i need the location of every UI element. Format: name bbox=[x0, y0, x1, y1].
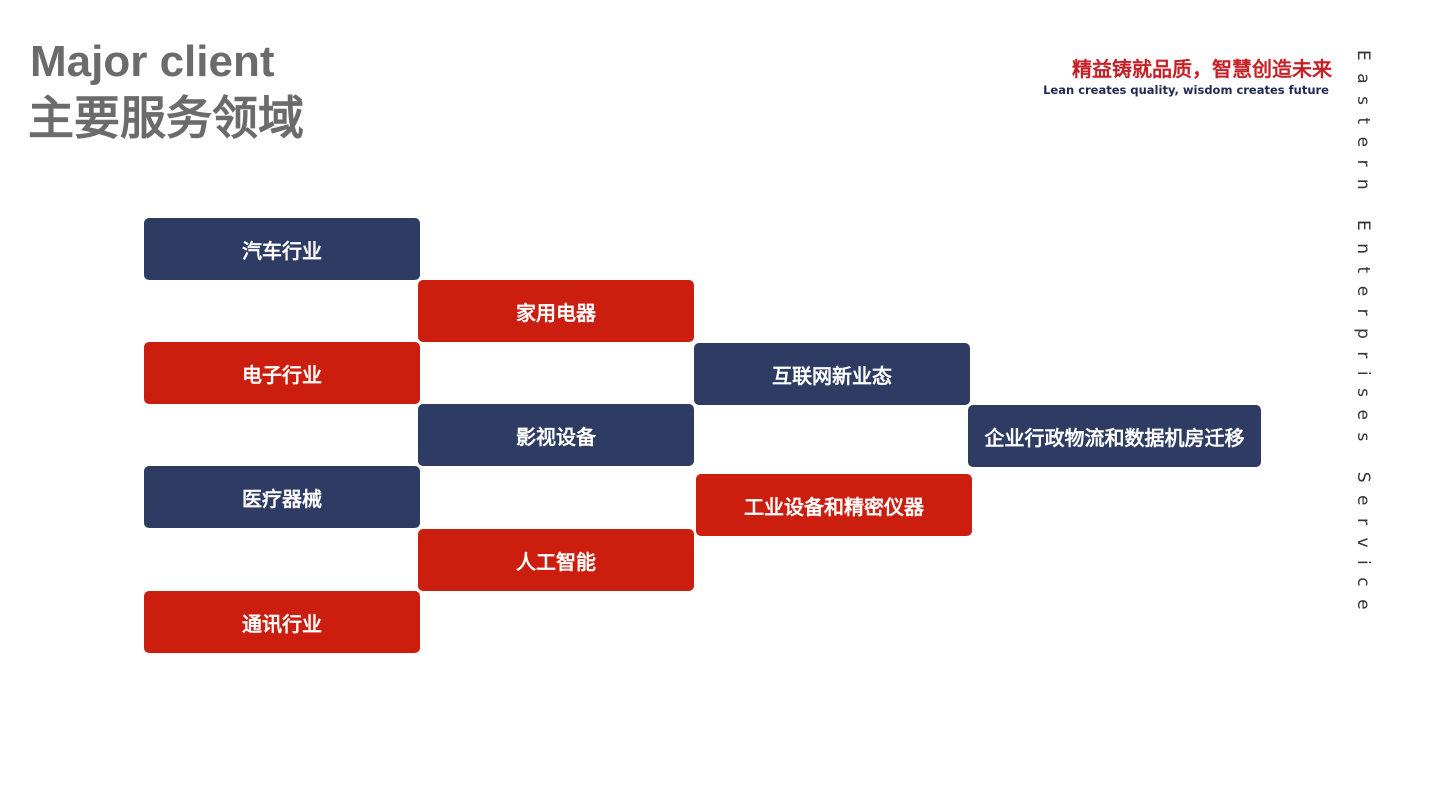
field-label: 互联网新业态 bbox=[772, 363, 892, 388]
field-box-ai: 人工智能 bbox=[418, 529, 694, 591]
field-box-automotive: 汽车行业 bbox=[144, 218, 420, 280]
field-box-medical: 医疗器械 bbox=[144, 466, 420, 528]
field-label: 汽车行业 bbox=[242, 238, 322, 263]
field-label: 企业行政物流和数据机房迁移 bbox=[984, 425, 1245, 450]
field-label: 医疗器械 bbox=[242, 486, 322, 511]
field-label: 影视设备 bbox=[516, 424, 596, 449]
field-box-electronics: 电子行业 bbox=[144, 342, 420, 404]
field-box-relocation: 企业行政物流和数据机房迁移 bbox=[968, 405, 1261, 467]
field-label: 工业设备和精密仪器 bbox=[744, 494, 924, 519]
side-vertical-text: Eastern Enterprises Service bbox=[1353, 50, 1373, 623]
field-label: 通讯行业 bbox=[242, 611, 322, 636]
field-box-appliances: 家用电器 bbox=[418, 280, 694, 342]
slogan-cn: 精益铸就品质，智慧创造未来 bbox=[1072, 57, 1332, 81]
page-title-en: Major client bbox=[30, 37, 275, 86]
field-label: 家用电器 bbox=[516, 300, 596, 325]
field-box-industrial: 工业设备和精密仪器 bbox=[696, 474, 972, 536]
field-box-internet: 互联网新业态 bbox=[694, 343, 970, 405]
field-box-av-equipment: 影视设备 bbox=[418, 404, 694, 466]
field-label: 电子行业 bbox=[242, 362, 322, 387]
page-title-cn: 主要服务领域 bbox=[28, 91, 304, 145]
slogan-en: Lean creates quality, wisdom creates fut… bbox=[1043, 83, 1329, 97]
field-label: 人工智能 bbox=[516, 549, 596, 574]
field-box-telecom: 通讯行业 bbox=[144, 591, 420, 653]
